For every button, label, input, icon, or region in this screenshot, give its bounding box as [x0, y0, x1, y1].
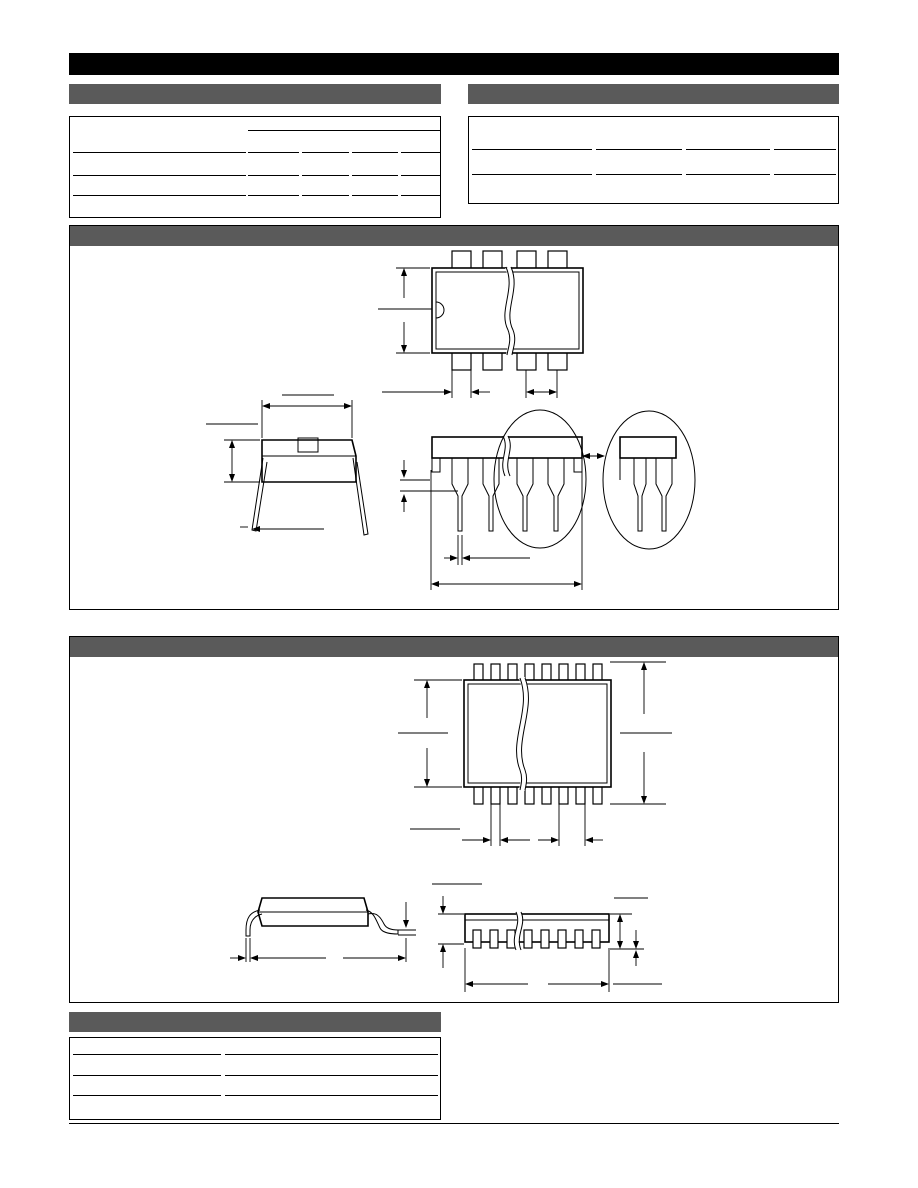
table-row-rule [73, 1095, 221, 1096]
soic-side-lead [574, 929, 584, 949]
dip-break-line [504, 266, 511, 356]
dip-end-lead-right [352, 457, 369, 536]
table-row-rule [352, 195, 398, 196]
table-row-rule [225, 1054, 438, 1055]
soic-side-lead [489, 929, 499, 949]
table-row-rule [73, 175, 246, 176]
soic-side-body [464, 913, 610, 943]
soic-section-header [70, 637, 838, 657]
table-row-rule [774, 174, 836, 175]
soic-side-lead [472, 929, 482, 949]
table-row-rule [401, 175, 440, 176]
dip-end-view [206, 394, 369, 536]
top-right-section-header [468, 84, 839, 104]
table-row-rule [596, 174, 682, 175]
table-row-rule [73, 195, 246, 196]
soic-top-view [398, 661, 672, 846]
table-row-rule [472, 149, 592, 150]
top-right-table [468, 116, 839, 204]
soic-end-view [230, 897, 416, 962]
dip-side-lead [451, 458, 469, 532]
dip-side-lead [482, 458, 500, 532]
soic-end-lead-left [245, 909, 263, 937]
dip-top-view [378, 250, 584, 398]
table-group-rule [248, 130, 440, 131]
table-row-rule [596, 149, 682, 150]
table-row-rule [248, 152, 299, 153]
soic-end-lead-right [365, 909, 399, 935]
bottom-left-section-header [69, 1012, 441, 1032]
soic-pin [541, 785, 552, 805]
soic-side-lead [540, 929, 550, 949]
soic-body-inner [467, 683, 608, 784]
dip-break-gap [503, 265, 515, 356]
dip-detail-circle [493, 409, 587, 549]
table-row-rule [225, 1095, 438, 1096]
top-left-section-header [69, 84, 441, 104]
table-row-rule [686, 174, 770, 175]
soic-side-lead [506, 929, 516, 949]
dip-pin1-notch [435, 301, 445, 319]
dip-end-notch [297, 437, 319, 453]
dip-end-lead-left [251, 457, 268, 532]
table-row-rule [686, 149, 770, 150]
table-row-rule [352, 152, 398, 153]
soic-pin [558, 785, 569, 805]
table-row-rule [225, 1075, 438, 1076]
table-row-rule [401, 152, 440, 153]
soic-pin [575, 785, 586, 805]
soic-pin [507, 785, 518, 805]
table-row-rule [302, 152, 349, 153]
table-row-rule [774, 149, 836, 150]
table-row-rule [472, 174, 592, 175]
top-left-table [69, 116, 441, 218]
page-header-bar [69, 53, 839, 75]
soic-pin [473, 785, 484, 805]
table-row-rule [248, 195, 299, 196]
soic-body-outline [463, 679, 612, 788]
table-row-rule [73, 1075, 221, 1076]
bottom-left-table [69, 1037, 441, 1120]
table-row-rule [73, 152, 246, 153]
table-row-rule [302, 195, 349, 196]
soic-side-view [432, 883, 662, 992]
dip-break-line [509, 266, 516, 356]
table-row-rule [352, 175, 398, 176]
table-row-rule [73, 1054, 221, 1055]
dip-detail-circle [602, 410, 696, 550]
soic-side-lead [591, 929, 601, 949]
soic-side-lead [523, 929, 533, 949]
dip-side-lead [547, 458, 565, 532]
soic-pin [490, 785, 501, 805]
dip-side-view [400, 409, 696, 590]
soic-drawing-panel [69, 636, 839, 1003]
soic-side-lead [557, 929, 567, 949]
dip-detail-body [619, 436, 677, 459]
table-row-rule [401, 195, 440, 196]
table-row-rule [248, 175, 299, 176]
dip-section-header [70, 226, 838, 246]
dip-side-lead [516, 458, 534, 532]
dip-detail-lead [655, 458, 673, 532]
table-row-rule [302, 175, 349, 176]
footer-rule [69, 1123, 839, 1124]
soic-pin [524, 785, 535, 805]
soic-pin [592, 785, 603, 805]
dip-detail-lead [633, 458, 647, 532]
